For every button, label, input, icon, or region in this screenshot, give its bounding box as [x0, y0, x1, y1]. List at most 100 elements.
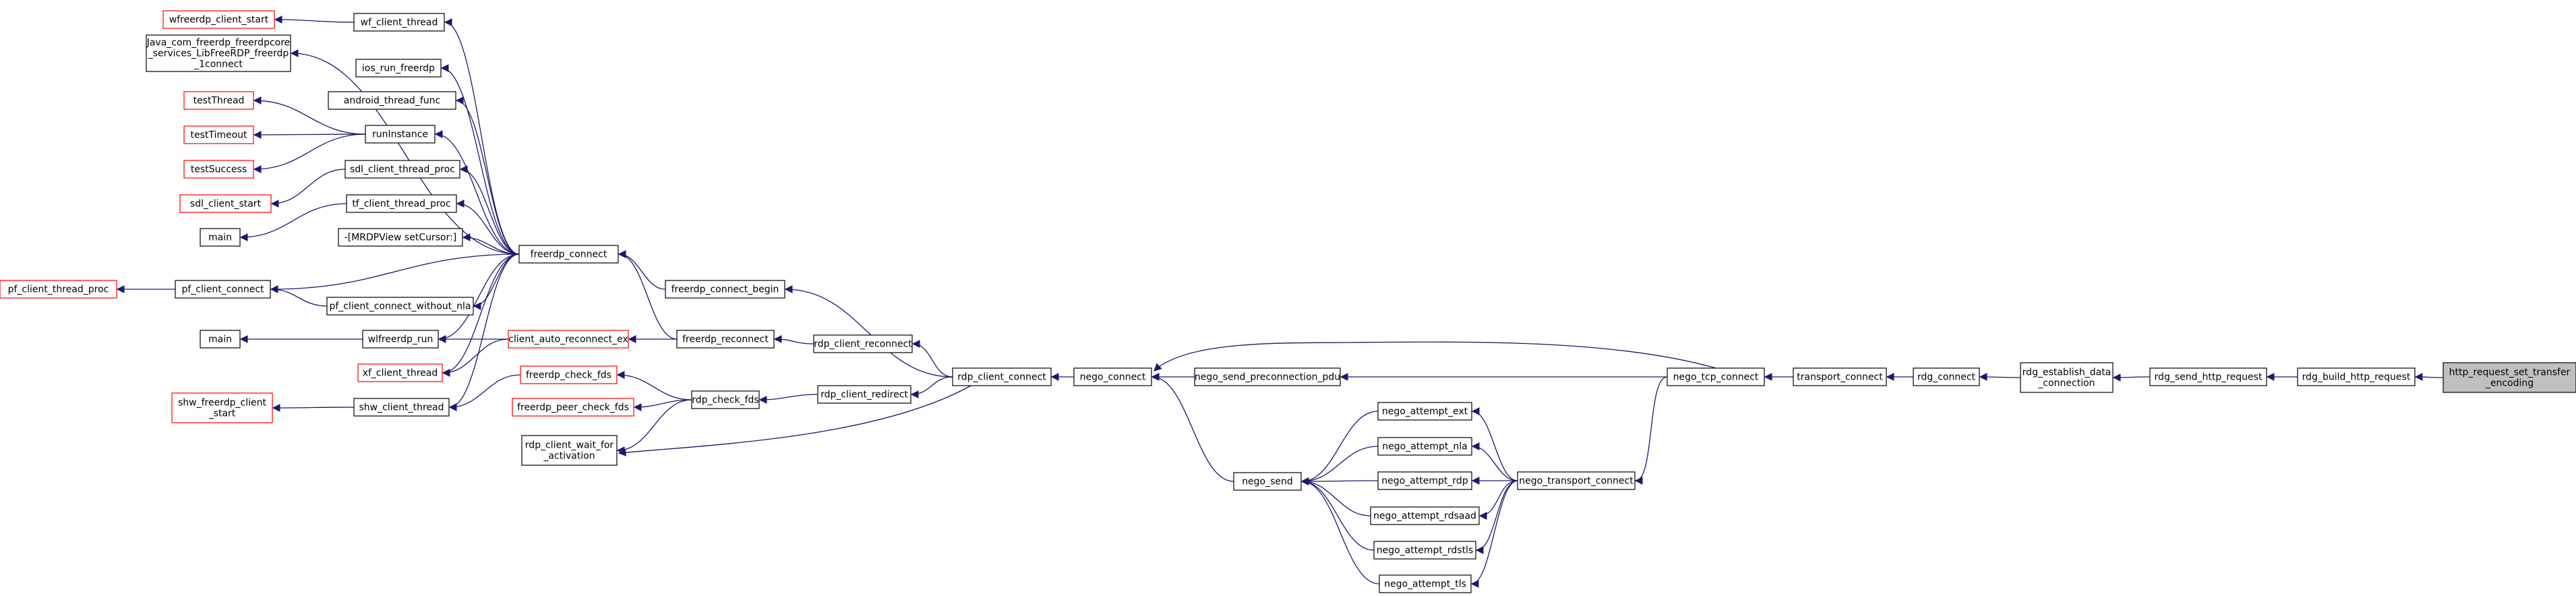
- edge-rdp_check_fds-to-freerdp_check_fds: [616, 371, 692, 400]
- node-nego_attempt_rdstls[interactable]: nego_attempt_rdstls: [1373, 541, 1476, 560]
- node-xf_client_thread[interactable]: xf_client_thread: [357, 363, 443, 382]
- edge-freerdp_connect-to-ios_run_freerdp: [440, 64, 520, 255]
- node-label: nego_transport_connect: [1519, 476, 1634, 487]
- node-label: _1connect: [193, 59, 243, 70]
- node-tf_client_thread_proc[interactable]: tf_client_thread_proc: [346, 194, 457, 213]
- node-rdp_client_wait_for_activation[interactable]: rdp_client_wait_for_activation: [521, 435, 618, 466]
- edge-freerdp_connect-to-mrdpview: [462, 233, 520, 255]
- node-client_auto_reconnect_ex[interactable]: client_auto_reconnect_ex: [508, 330, 629, 349]
- node-label: client_auto_reconnect_ex: [508, 334, 628, 345]
- node-box: [162, 10, 275, 29]
- node-nego_transport_connect[interactable]: nego_transport_connect: [1517, 471, 1636, 490]
- node-label: main: [208, 334, 232, 345]
- node-pf_client_connect[interactable]: pf_client_connect: [175, 280, 271, 299]
- edge-rdp_client_connect-to-rdp_client_redirect: [910, 376, 953, 398]
- node-box: [1233, 472, 1302, 491]
- node-rdg_establish_data_connection[interactable]: rdg_establish_data_connection: [2020, 362, 2114, 393]
- node-sdl_client_thread_proc[interactable]: sdl_client_thread_proc: [345, 160, 460, 179]
- node-freerdp_connect[interactable]: freerdp_connect: [518, 245, 619, 264]
- node-http_request_set_transfer_encoding[interactable]: http_request_set_transfer_encoding: [2443, 362, 2576, 393]
- node-freerdp_connect_begin[interactable]: freerdp_connect_begin: [665, 280, 785, 299]
- node-label: wf_client_thread: [361, 18, 438, 28]
- node-box: [521, 435, 618, 466]
- node-box: [1793, 367, 1887, 386]
- node-freerdp_check_fds[interactable]: freerdp_check_fds: [520, 365, 618, 384]
- node-label: nego_attempt_nla: [1382, 442, 1467, 452]
- node-rdg_build_http_request[interactable]: rdg_build_http_request: [2297, 367, 2416, 386]
- node-rdg_send_http_request[interactable]: rdg_send_http_request: [2149, 367, 2267, 386]
- node-nego_attempt_rdp[interactable]: nego_attempt_rdp: [1377, 471, 1472, 490]
- node-label: pf_client_thread_proc: [8, 285, 109, 295]
- node-nego_attempt_tls[interactable]: nego_attempt_tls: [1379, 574, 1472, 593]
- node-testSuccess[interactable]: testSuccess: [183, 160, 254, 179]
- node-shw_freerdp_client_start[interactable]: shw_freerdp_client_start: [171, 392, 273, 423]
- edge-freerdp_connect-to-shw_client_thread: [448, 254, 520, 411]
- node-nego_attempt_nla[interactable]: nego_attempt_nla: [1377, 437, 1472, 456]
- node-label: freerdp_check_fds: [526, 370, 611, 381]
- edge-freerdp_connect-to-tf_client_thread_proc: [456, 200, 520, 255]
- node-shw_client_thread[interactable]: shw_client_thread: [353, 398, 450, 417]
- node-wf_client_thread[interactable]: wf_client_thread: [353, 13, 445, 32]
- node-transport_connect[interactable]: transport_connect: [1793, 367, 1887, 386]
- node-wlfreerdp_run[interactable]: wlfreerdp_run: [362, 330, 439, 349]
- node-pf_client_thread_proc[interactable]: pf_client_thread_proc: [0, 280, 117, 299]
- node-box: [1370, 506, 1480, 525]
- node-label: runInstance: [372, 129, 428, 140]
- node-wfreerdp_client_start[interactable]: wfreerdp_client_start: [162, 10, 275, 29]
- edge-rdp_check_fds-to-freerdp_peer_check_fds: [633, 399, 692, 411]
- node-label: testSuccess: [191, 165, 247, 175]
- node-box: [328, 91, 456, 110]
- node-label: pf_client_connect_without_nla: [329, 301, 471, 312]
- node-label: rdg_establish_data: [2023, 367, 2111, 378]
- node-box: [2297, 367, 2416, 386]
- node-main2[interactable]: main: [200, 330, 241, 349]
- node-freerdp_peer_check_fds[interactable]: freerdp_peer_check_fds: [512, 398, 634, 417]
- node-box: [2020, 362, 2114, 393]
- node-testThread[interactable]: testThread: [183, 91, 254, 110]
- node-runInstance[interactable]: runInstance: [365, 125, 436, 144]
- edge-rdp_client_connect-to-freerdp_connect_begin: [784, 285, 953, 378]
- node-label: rdp_client_wait_for: [525, 440, 614, 451]
- node-nego_attempt_ext[interactable]: nego_attempt_ext: [1377, 402, 1472, 421]
- node-box: [179, 194, 272, 213]
- node-box: [338, 228, 463, 247]
- node-rdp_client_redirect[interactable]: rdp_client_redirect: [817, 385, 911, 404]
- node-java_com[interactable]: Java_com_freerdp_freerdpcore_services_Li…: [146, 34, 291, 72]
- node-rdp_client_reconnect[interactable]: rdp_client_reconnect: [813, 334, 913, 353]
- node-label: ios_run_freerdp: [362, 63, 435, 74]
- node-sdl_client_start[interactable]: sdl_client_start: [179, 194, 272, 213]
- node-label: freerdp_peer_check_fds: [517, 403, 629, 413]
- edge-nego_attempt_ext-to-nego_send: [1300, 411, 1379, 485]
- edge-freerdp_connect-to-pf_client_connect: [270, 254, 520, 293]
- edge-tf_client_thread_proc-to-main1: [239, 203, 347, 241]
- edge-freerdp_connect-to-pf_client_connect_without_nla: [473, 254, 520, 310]
- node-label: rdp_client_connect: [957, 372, 1046, 383]
- edge-freerdp_connect-to-xf_client_thread: [442, 254, 520, 377]
- edge-rdp_client_connect-to-rdp_client_wait_for_activation: [618, 385, 971, 456]
- node-rdp_client_connect[interactable]: rdp_client_connect: [952, 367, 1052, 386]
- node-box: [813, 334, 913, 353]
- node-label: freerdp_connect: [531, 249, 607, 260]
- node-rdg_connect[interactable]: rdg_connect: [1913, 367, 1980, 386]
- node-box: [1194, 367, 1341, 386]
- node-mrdpview[interactable]: -[MRDPView setCursor:]: [338, 228, 463, 247]
- edge-nego_attempt_nla-to-nego_send: [1300, 446, 1379, 485]
- node-nego_attempt_rdsaad[interactable]: nego_attempt_rdsaad: [1370, 506, 1480, 525]
- node-nego_tcp_connect[interactable]: nego_tcp_connect: [1667, 367, 1765, 386]
- edge-rdp_client_reconnect-to-freerdp_reconnect: [773, 335, 814, 345]
- node-nego_send[interactable]: nego_send: [1233, 472, 1302, 491]
- node-ios_run_freerdp[interactable]: ios_run_freerdp: [355, 59, 442, 78]
- node-label: rdg_connect: [1917, 372, 1976, 383]
- node-freerdp_reconnect[interactable]: freerdp_reconnect: [676, 330, 775, 349]
- node-android_thread_func[interactable]: android_thread_func: [328, 91, 456, 110]
- node-box: [171, 392, 273, 423]
- node-main1[interactable]: main: [200, 228, 241, 247]
- node-testTimeout[interactable]: testTimeout: [183, 125, 254, 144]
- node-nego_connect[interactable]: nego_connect: [1073, 367, 1152, 386]
- edge-freerdp_connect-to-wlfreerdp_run: [438, 254, 520, 343]
- node-pf_client_connect_without_nla[interactable]: pf_client_connect_without_nla: [326, 297, 474, 316]
- node-nego_send_preconnection_pdu[interactable]: nego_send_preconnection_pdu: [1194, 367, 1341, 386]
- node-rdp_check_fds[interactable]: rdp_check_fds: [691, 390, 760, 409]
- edge-freerdp_connect-to-android_thread_func: [455, 96, 520, 255]
- node-label: nego_attempt_tls: [1384, 579, 1466, 590]
